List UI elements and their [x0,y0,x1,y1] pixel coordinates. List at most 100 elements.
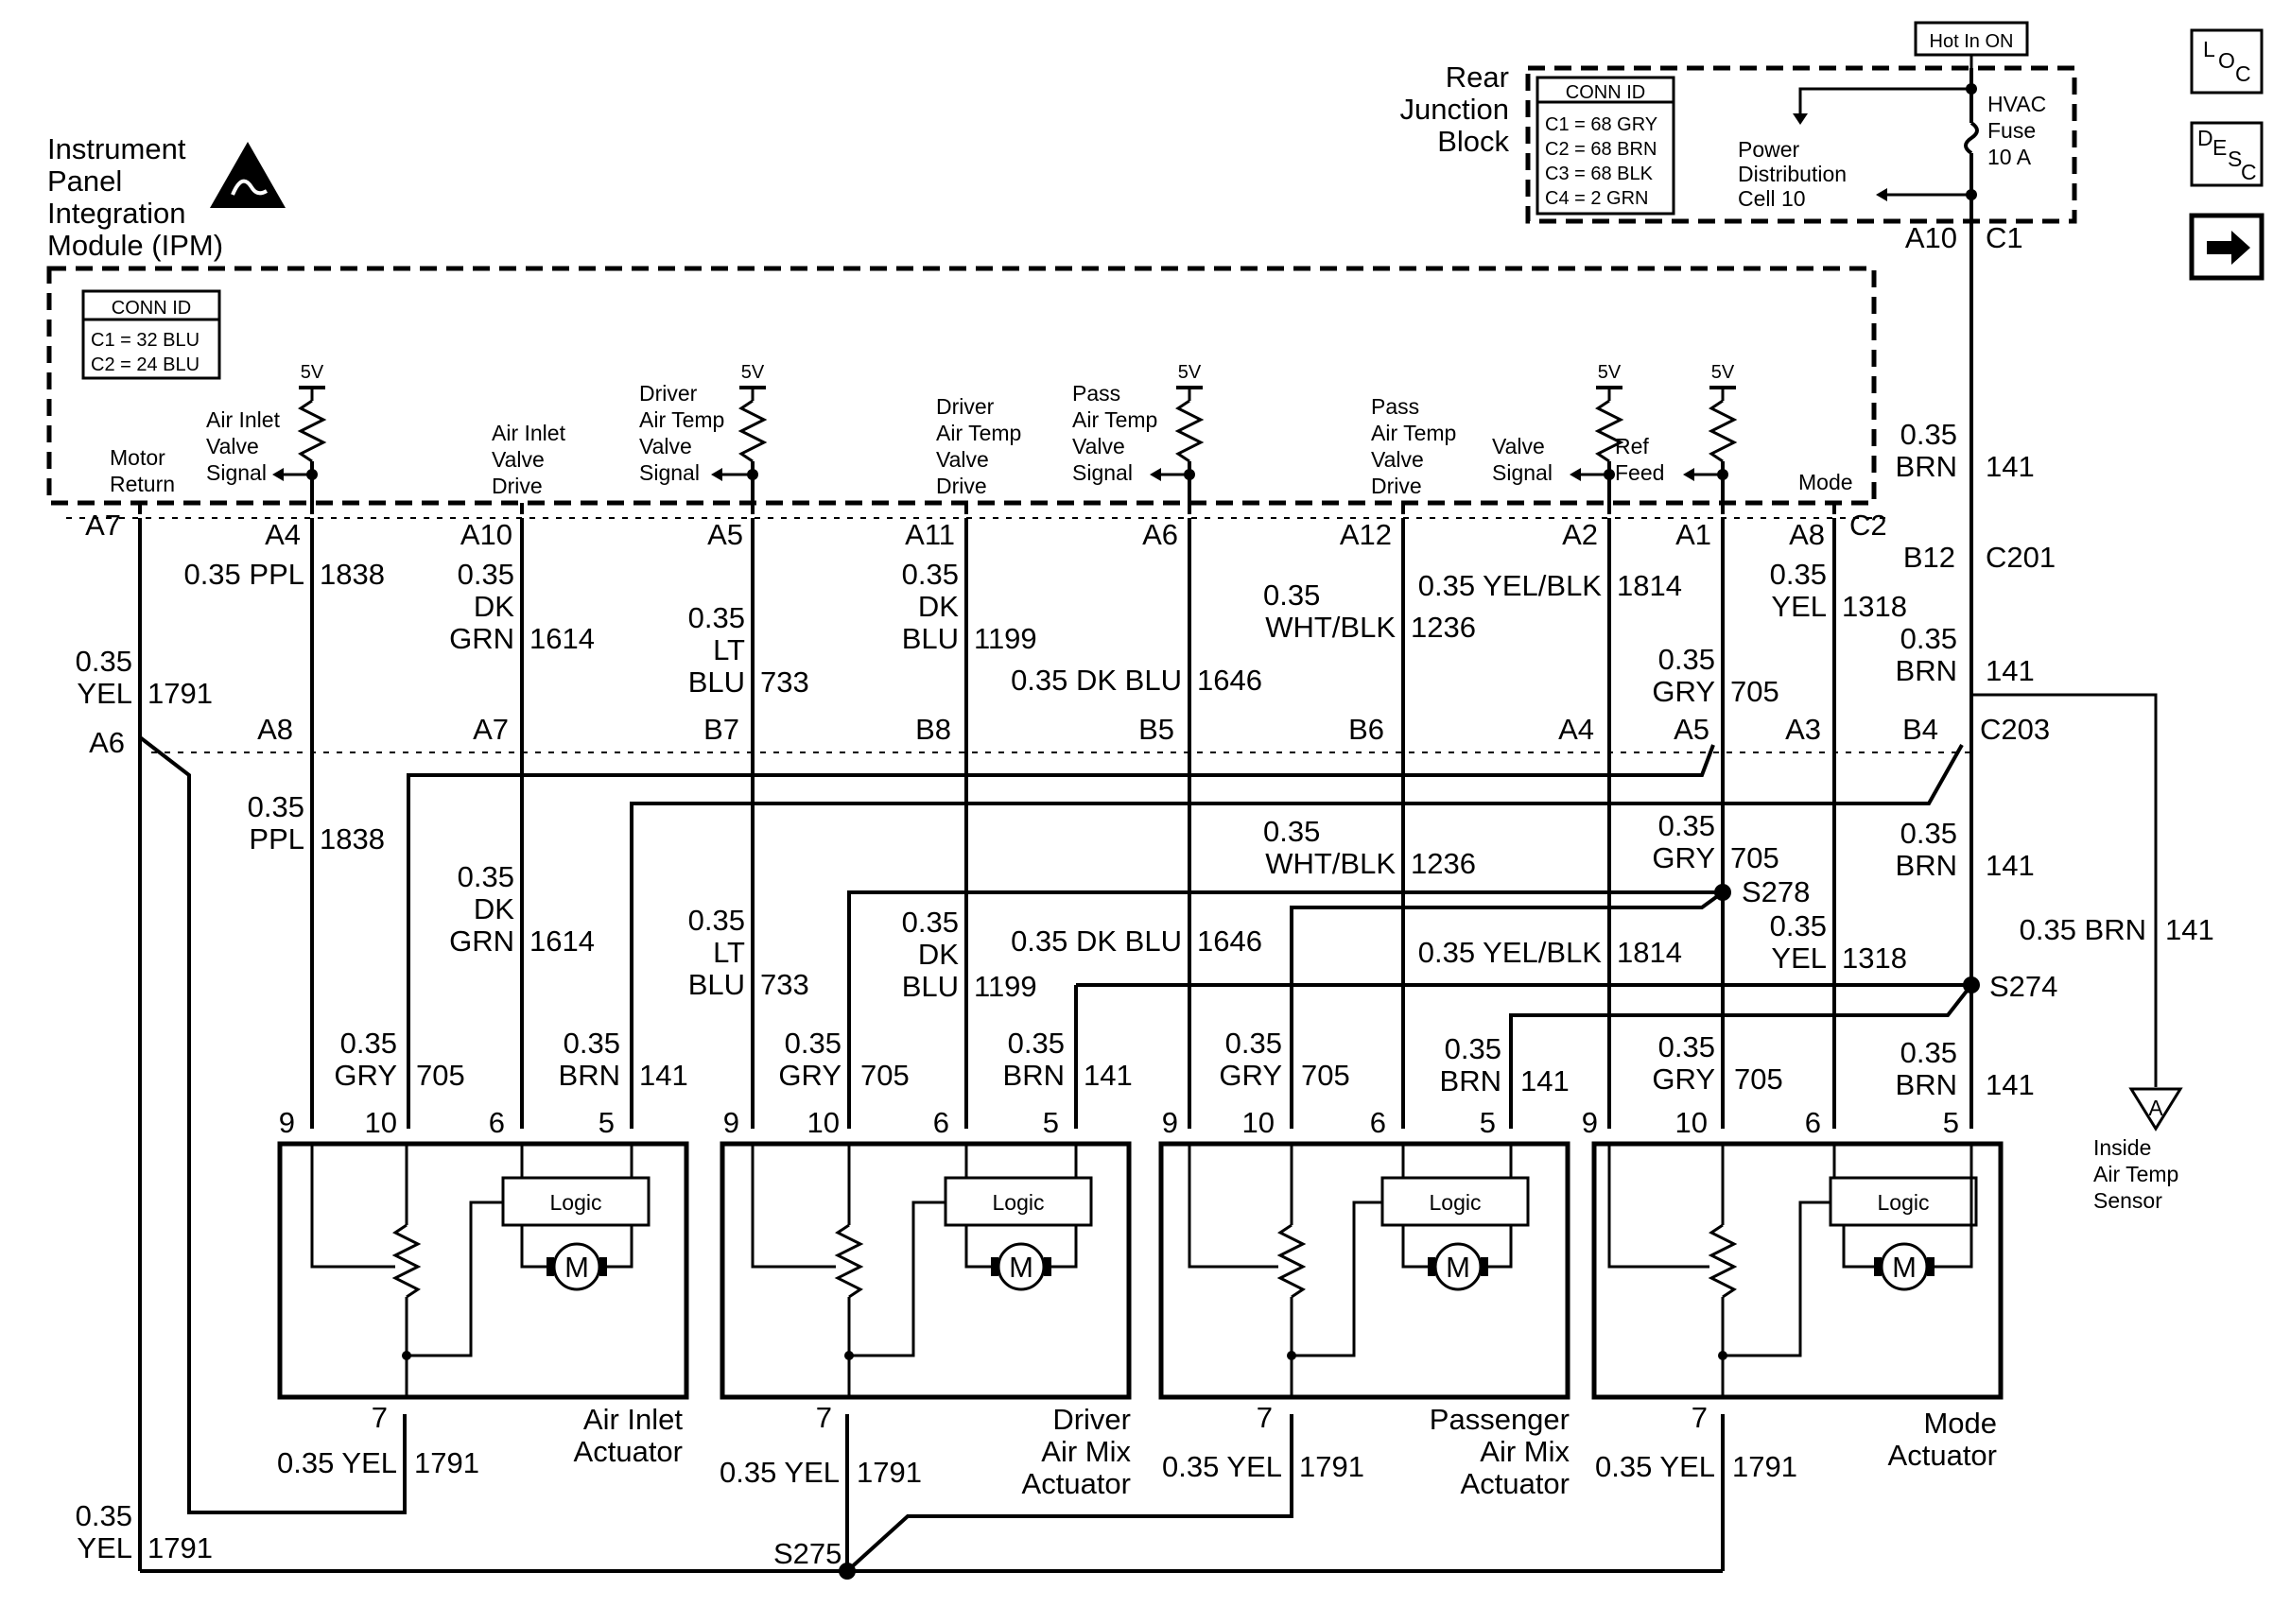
pin-number: 10 [1675,1106,1708,1139]
pullup-a2: 5V [1570,362,1624,514]
drv-temp-signal-4: Signal [639,460,700,485]
wire-label: 1791 [414,1446,479,1479]
pin-label: A10 [460,518,512,551]
wire-label: 705 [860,1059,910,1092]
next-page-button[interactable] [2189,213,2264,281]
pin-number: 5 [599,1106,615,1139]
wire-label: 1199 [974,970,1037,1003]
splice-s274-label: S274 [1989,970,2057,1003]
pin-number: 6 [933,1106,949,1139]
wire-label: BLU [688,665,745,699]
wire-label: 0.35 [458,860,514,893]
pullup-a5: 5V [711,362,768,514]
wire-label: PPL [249,822,304,855]
pin-label: B6 [1348,713,1384,746]
ref-feed-2: Feed [1615,460,1664,485]
pin-label: B7 [703,713,739,746]
wire-label: GRY [334,1059,397,1092]
pin-label: B5 [1138,713,1174,746]
wire-label: 0.35 [1900,1036,1957,1069]
logic-label: Logic [1878,1190,1930,1215]
wire-label: 0.35 [1658,643,1715,676]
hot-in-on-label: Hot In ON [1930,31,2014,52]
wire-label: 1614 [529,622,595,655]
c203-label: C203 [1980,713,2050,746]
loc-letter-c: C [2235,61,2251,86]
upper-wire-labels: 0.35 PPL 1838 0.35 DK GRN 1614 0.35 LT B… [76,418,2035,710]
wire-label: 0.35 [76,645,132,678]
fuse-icon [1964,121,1979,155]
wire-label: 0.35 [1658,1030,1715,1063]
wire-label: 1614 [529,924,595,958]
pass-temp-drive-4: Drive [1371,474,1422,498]
wire-label: 705 [416,1059,465,1092]
wire-label: 0.35 [688,904,745,937]
wire-label: 0.35 YEL/BLK [1418,936,1603,969]
wire-label: 0.35 PPL [183,558,304,591]
volt-label: 5V [1711,362,1735,383]
wire-label: WHT/BLK [1265,847,1396,880]
rjb-conn-c3: C3 = 68 BLK [1545,164,1654,184]
wire-label: DK [918,938,959,971]
pin-number: 7 [372,1401,388,1434]
wire-label: 1838 [320,822,385,855]
wire-label: 141 [1520,1064,1570,1097]
pin-c1-label: C1 [1986,221,2023,254]
wire-label: 141 [1986,1068,2035,1101]
rjb-title-line2: Junction [1400,93,1509,126]
drv-temp-drive-4: Drive [936,474,987,498]
wire-label: 0.35 [1225,1027,1282,1060]
logic-label: Logic [993,1190,1045,1215]
pin-number: 5 [1043,1106,1059,1139]
drv-temp-signal-1: Driver [639,381,698,406]
pin-number: 10 [365,1106,397,1139]
wire-label: 1791 [147,1531,213,1564]
pin-label: A2 [1562,518,1598,551]
wire-label: 1791 [857,1456,922,1489]
desc-letter-e: E [2212,135,2227,160]
splice-s278-label: S278 [1742,875,1810,908]
wire-label: 0.35 YEL [720,1456,840,1489]
desc-button[interactable]: D E S C [2190,121,2264,187]
wire-label: 1646 [1197,664,1262,697]
inside-air-temp-sensor: A Inside Air Temp Sensor [2093,1096,2178,1213]
air-inlet-signal-1: Air Inlet [206,407,281,432]
pin-label: A4 [265,518,301,551]
wire-label: 0.35 [1900,817,1957,850]
rjb-conn-c4: C4 = 2 GRN [1545,188,1648,209]
sensor-letter: A [2148,1096,2163,1120]
wires [138,221,2183,1573]
pass-temp-signal-4: Signal [1072,460,1133,485]
wire-label: 0.35 [1900,418,1957,451]
pin-number: 9 [1162,1106,1178,1139]
volt-label: 5V [1178,362,1202,383]
wire-label: 1791 [147,677,213,710]
wire-label: 141 [1986,849,2035,882]
wire-label: 0.35 [902,906,959,939]
ipm-conn-c2: C2 = 24 BLU [91,354,200,375]
logic-label: Logic [1430,1190,1482,1215]
drv-temp-signal-3: Valve [639,434,692,458]
pin-label: B4 [1902,713,1938,746]
wire-label: 0.35 [564,1027,620,1060]
wire-label: 0.35 [1770,558,1827,591]
loc-button[interactable]: L O C [2190,28,2264,95]
air-inlet-signal-2: Valve [206,434,259,458]
pin-label: A6 [1142,518,1178,551]
splice-s274-dot [1963,976,1980,993]
actuator-title-3: Actuator [1022,1467,1131,1500]
pin-label: A11 [905,518,955,551]
actuator-title-2: Air Mix [1480,1435,1570,1468]
drv-temp-signal-2: Air Temp [639,407,724,432]
ipm-title-line1: Instrument [47,132,186,165]
pin-label: A5 [707,518,743,551]
wire-label: GRY [1652,841,1715,874]
wire-label: 141 [1084,1059,1133,1092]
c203-pin-labels: A6 A8 A7 B7 B8 B5 B6 A4 A5 A3 B4 C203 [89,713,2050,759]
pin-number: 6 [489,1106,505,1139]
sensor-label-1: Inside [2093,1135,2151,1160]
wire-label: 141 [639,1059,688,1092]
air-inlet-drive-2: Valve [492,447,545,472]
actuator-driver-air-mix: 9 10 6 5 7 Logic M Driver Air Mix Actuat… [720,1106,1132,1500]
wire-label: 1318 [1842,942,1907,975]
